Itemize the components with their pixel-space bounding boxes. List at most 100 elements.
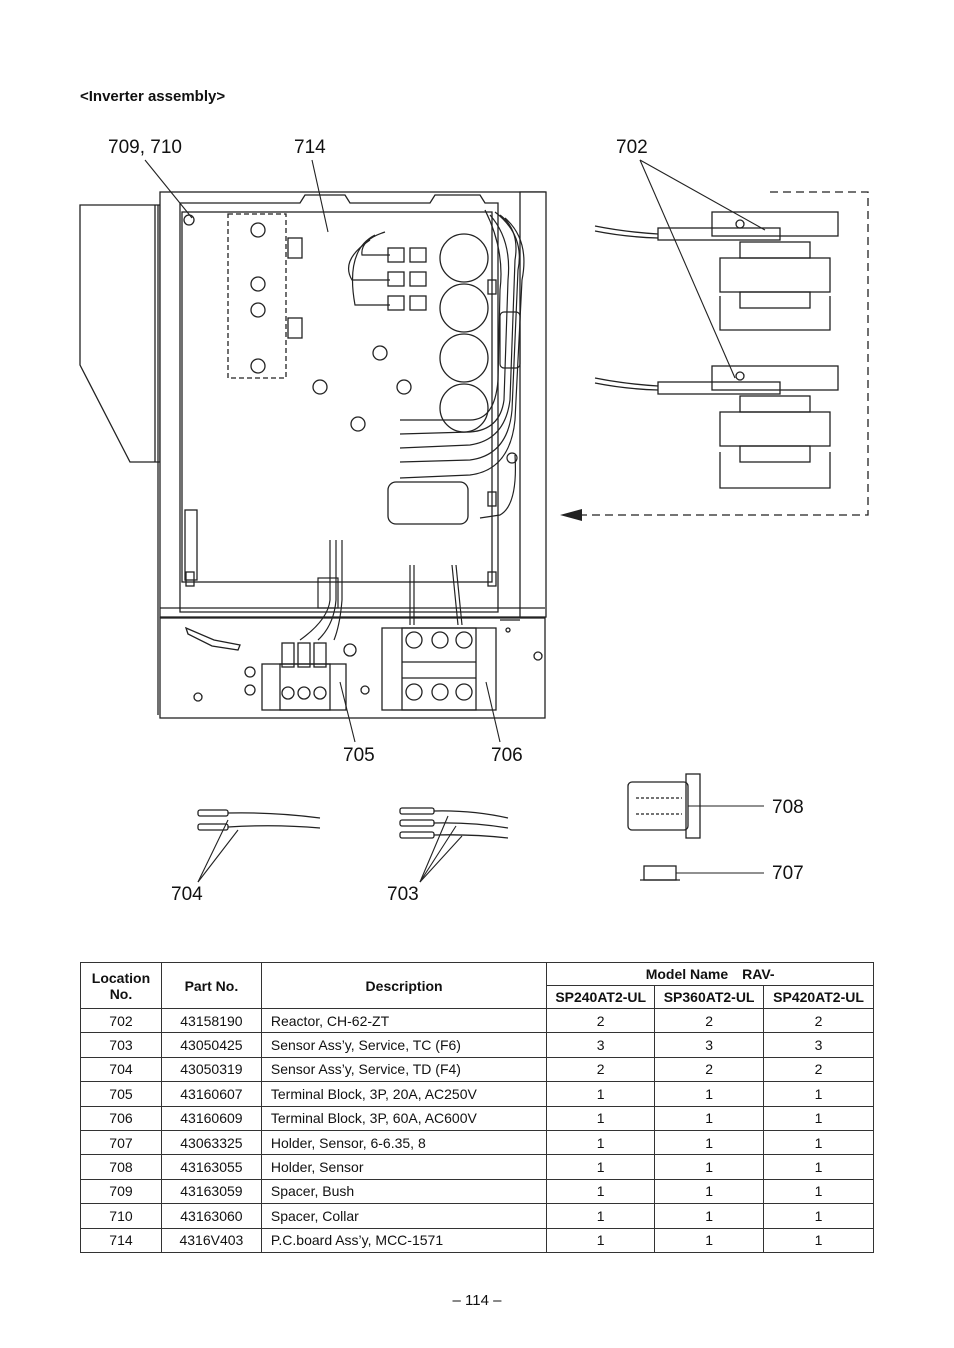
cell-qty: 1: [763, 1178, 874, 1205]
cell-description: P.C.board Ass’y, MCC-1571: [260, 1227, 548, 1253]
cell-location: 704: [80, 1056, 162, 1083]
reactor-detail: [560, 191, 869, 521]
cell-description: Reactor, CH-62-ZT: [260, 1007, 548, 1034]
cell-description: Holder, Sensor, 6-6.35, 8: [260, 1129, 548, 1156]
cell-qty: 2: [546, 1056, 656, 1083]
callout-706: 706: [491, 745, 523, 766]
cell-location: 706: [80, 1105, 162, 1131]
cell-location: 710: [80, 1203, 162, 1229]
cell-qty: 3: [654, 1032, 765, 1058]
cell-qty: 1: [654, 1105, 765, 1131]
header-model: SP240AT2-UL: [546, 985, 656, 1009]
cell-part-no: 43160609: [160, 1105, 262, 1131]
cell-qty: 2: [654, 1056, 765, 1083]
cell-qty: 1: [546, 1227, 656, 1253]
cell-location: 709: [80, 1178, 162, 1205]
callout-707: 707: [772, 863, 804, 884]
cell-location: 707: [80, 1129, 162, 1156]
callout-709-710: 709, 710: [108, 137, 182, 158]
side-bracket: [79, 204, 161, 715]
cell-part-no: 43158190: [160, 1007, 262, 1034]
chassis: [159, 191, 547, 719]
callout-704: 704: [171, 884, 203, 905]
cell-qty: 1: [546, 1105, 656, 1131]
cell-location: 705: [80, 1081, 162, 1107]
cell-description: Holder, Sensor: [260, 1154, 548, 1180]
cell-part-no: 43160607: [160, 1081, 262, 1107]
cell-location: 714: [80, 1227, 162, 1253]
sensor-704: [197, 809, 321, 831]
table-row: 710 43163060 Spacer, Collar 1 1 1: [80, 1203, 874, 1229]
cell-part-no: 4316V403: [160, 1227, 262, 1253]
cell-qty: 1: [763, 1105, 874, 1131]
cell-location: 702: [80, 1007, 162, 1034]
header-location: Location No.: [80, 962, 162, 1009]
cell-qty: 1: [763, 1154, 874, 1180]
page-number: – 114 –: [452, 1292, 502, 1309]
parts-table: Location No. Part No. Description Model …: [80, 962, 874, 1253]
cell-qty: 3: [546, 1032, 656, 1058]
cell-part-no: 43163059: [160, 1178, 262, 1205]
table-row: 709 43163059 Spacer, Bush 1 1 1: [80, 1178, 874, 1205]
cell-qty: 2: [546, 1007, 656, 1034]
cell-qty: 2: [654, 1007, 765, 1034]
header-description: Description: [260, 962, 548, 1009]
table-row: 702 43158190 Reactor, CH-62-ZT 2 2 2: [80, 1007, 874, 1034]
cell-part-no: 43050425: [160, 1032, 262, 1058]
cell-location: 703: [80, 1032, 162, 1058]
reactor-upper: [594, 211, 839, 331]
sensor-holder-708: [627, 773, 701, 839]
callout-702: 702: [616, 137, 648, 158]
cell-qty: 1: [654, 1129, 765, 1156]
callout-705: 705: [343, 745, 375, 766]
cell-qty: 1: [546, 1154, 656, 1180]
cell-description: Sensor Ass’y, Service, TC (F6): [260, 1032, 548, 1058]
cell-qty: 1: [763, 1227, 874, 1253]
cell-qty: 3: [763, 1032, 874, 1058]
cell-qty: 2: [763, 1056, 874, 1083]
cell-qty: 1: [546, 1129, 656, 1156]
callout-703: 703: [387, 884, 419, 905]
cell-part-no: 43050319: [160, 1056, 262, 1083]
inverter-assembly-diagram: [79, 159, 869, 883]
cell-part-no: 43063325: [160, 1129, 262, 1156]
table-row: 704 43050319 Sensor Ass’y, Service, TD (…: [80, 1056, 874, 1083]
cell-qty: 1: [546, 1081, 656, 1107]
header-model: SP420AT2-UL: [763, 985, 874, 1009]
cell-part-no: 43163060: [160, 1203, 262, 1229]
cell-qty: 1: [654, 1227, 765, 1253]
sensor-703: [399, 807, 509, 839]
cell-description: Spacer, Bush: [260, 1178, 548, 1205]
table-row: 706 43160609 Terminal Block, 3P, 60A, AC…: [80, 1105, 874, 1131]
header-model: SP360AT2-UL: [654, 985, 765, 1009]
cell-qty: 1: [654, 1154, 765, 1180]
cell-description: Terminal Block, 3P, 20A, AC250V: [260, 1081, 548, 1107]
cell-description: Spacer, Collar: [260, 1203, 548, 1229]
cell-qty: 1: [546, 1203, 656, 1229]
table-row: 714 4316V403 P.C.board Ass’y, MCC-1571 1…: [80, 1227, 874, 1253]
table-row: 707 43063325 Holder, Sensor, 6-6.35, 8 1…: [80, 1129, 874, 1156]
cell-qty: 2: [763, 1007, 874, 1034]
cell-qty: 1: [654, 1081, 765, 1107]
cell-qty: 1: [654, 1178, 765, 1205]
pc-board: [181, 211, 497, 587]
reactor-lower: [594, 365, 839, 489]
table-row: 708 43163055 Holder, Sensor 1 1 1: [80, 1154, 874, 1180]
wiring-harness: [299, 209, 525, 641]
cell-qty: 1: [763, 1129, 874, 1156]
cell-location: 708: [80, 1154, 162, 1180]
terminal-blocks: [184, 626, 543, 711]
table-row: 705 43160607 Terminal Block, 3P, 20A, AC…: [80, 1081, 874, 1107]
cell-qty: 1: [763, 1081, 874, 1107]
cell-part-no: 43163055: [160, 1154, 262, 1180]
header-part-no: Part No.: [160, 962, 262, 1009]
table-row: 703 43050425 Sensor Ass’y, Service, TC (…: [80, 1032, 874, 1058]
header-model-name: Model Name RAV-: [546, 962, 874, 986]
sensor-holder-707: [640, 865, 680, 881]
callout-714: 714: [294, 137, 326, 158]
cell-description: Sensor Ass’y, Service, TD (F4): [260, 1056, 548, 1083]
callout-708: 708: [772, 797, 804, 818]
cell-description: Terminal Block, 3P, 60A, AC600V: [260, 1105, 548, 1131]
cell-qty: 1: [546, 1178, 656, 1205]
cell-qty: 1: [763, 1203, 874, 1229]
